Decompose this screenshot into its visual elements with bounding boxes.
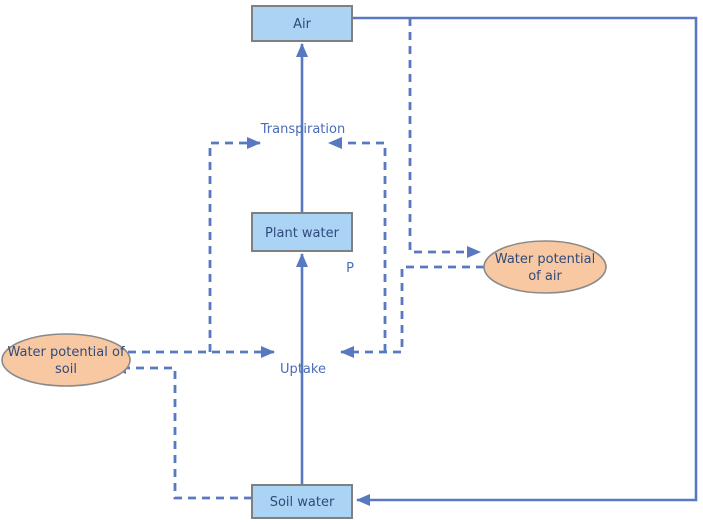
recycle-arrow-air-to-soil-water	[352, 16, 698, 506]
wp-air-ellipse	[483, 240, 607, 294]
wp-air-label-line2: of air	[528, 269, 562, 284]
influence-arrow-wp-soil-to-transpiration	[208, 137, 261, 352]
soil-water-box	[251, 484, 353, 519]
wp-soil-ellipse	[1, 333, 131, 387]
uptake-label: Uptake	[280, 362, 326, 377]
plant-water-box-label: Plant water	[265, 226, 340, 241]
transpiration-label: Transpiration	[260, 122, 345, 137]
air-box-label: Air	[293, 17, 312, 32]
influence-arrow-soil-water-to-wp-soil	[112, 362, 252, 500]
wp-soil-label-line2: soil	[55, 362, 77, 377]
soil-water-box-label: Soil water	[270, 495, 335, 510]
air-box	[251, 5, 353, 42]
wp-soil-label-line1: Water potential of	[7, 345, 124, 360]
influence-arrow-air-to-wp-air	[408, 18, 481, 258]
influence-arrow-wp-air-to-uptake	[340, 265, 484, 358]
pressure-label: P	[346, 261, 354, 276]
plant-water-box	[251, 212, 353, 252]
wp-air-label-line1: Water potential	[495, 252, 595, 267]
